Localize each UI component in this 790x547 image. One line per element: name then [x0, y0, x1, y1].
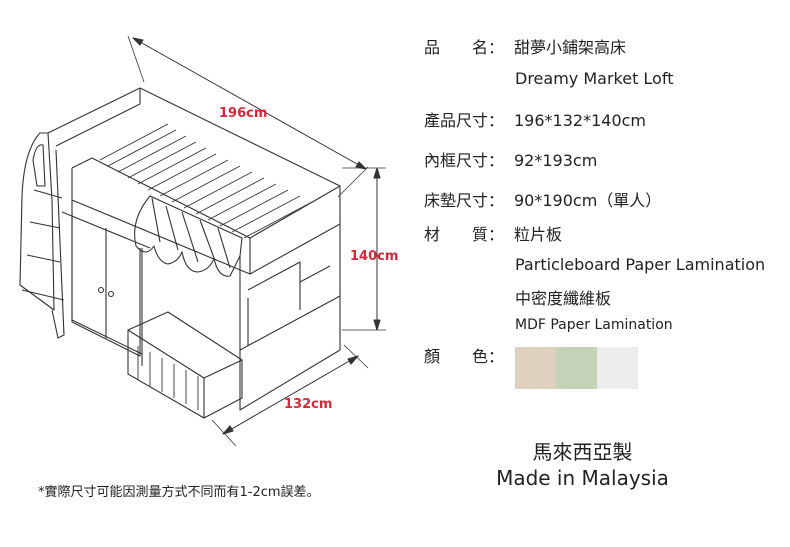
made-in-zh: 馬來西亞製: [532, 440, 633, 464]
spec-name-label: 品 名：: [424, 38, 505, 57]
spec-mattress-value: 90*190cm（單人）: [514, 191, 662, 210]
spec-mattress-label: 床墊尺寸：: [424, 191, 505, 210]
swatch-white: [597, 347, 638, 389]
spec-color-label: 顏 色：: [424, 347, 505, 366]
spec-material-zh-1: 粒片板: [514, 225, 563, 244]
spec-name-row: 品 名： 甜夢小鋪架高床: [424, 37, 626, 59]
spec-mattress-row: 床墊尺寸： 90*190cm（單人）: [424, 190, 661, 212]
spec-name-en: Dreamy Market Loft: [515, 69, 674, 88]
spec-inner-row: 內框尺寸： 92*193cm: [424, 150, 597, 172]
spec-name-zh: 甜夢小鋪架高床: [514, 38, 627, 57]
spec-inner-label: 內框尺寸：: [424, 151, 505, 170]
spec-material-zh-2: 中密度纖維板: [515, 289, 612, 308]
dimension-height-label: 140cm: [350, 249, 398, 264]
spec-inner-value: 92*193cm: [514, 151, 598, 170]
spec-material-en-2: MDF Paper Lamination: [515, 317, 673, 333]
swatch-wood: [515, 347, 556, 389]
dimension-length-label: 196cm: [219, 106, 267, 121]
color-swatches: [515, 347, 638, 389]
spec-size-value: 196*132*140cm: [514, 111, 646, 130]
spec-material-label: 材 質：: [424, 225, 505, 244]
spec-size-label: 產品尺寸：: [424, 111, 505, 130]
made-in-en: Made in Malaysia: [496, 466, 669, 490]
spec-material-en-1: Particleboard Paper Lamination: [515, 255, 766, 274]
spec-size-row: 產品尺寸： 196*132*140cm: [424, 110, 646, 132]
spec-material-row: 材 質： 粒片板: [424, 224, 562, 246]
swatch-sage: [556, 347, 597, 389]
dimension-width-label: 132cm: [284, 397, 332, 412]
loft-bed-diagram: 196cm 140cm 132cm: [19, 35, 398, 447]
measurement-note: *實際尺寸可能因測量方式不同而有1-2cm誤差。: [38, 485, 320, 500]
spec-color-row: 顏 色：: [424, 346, 514, 368]
